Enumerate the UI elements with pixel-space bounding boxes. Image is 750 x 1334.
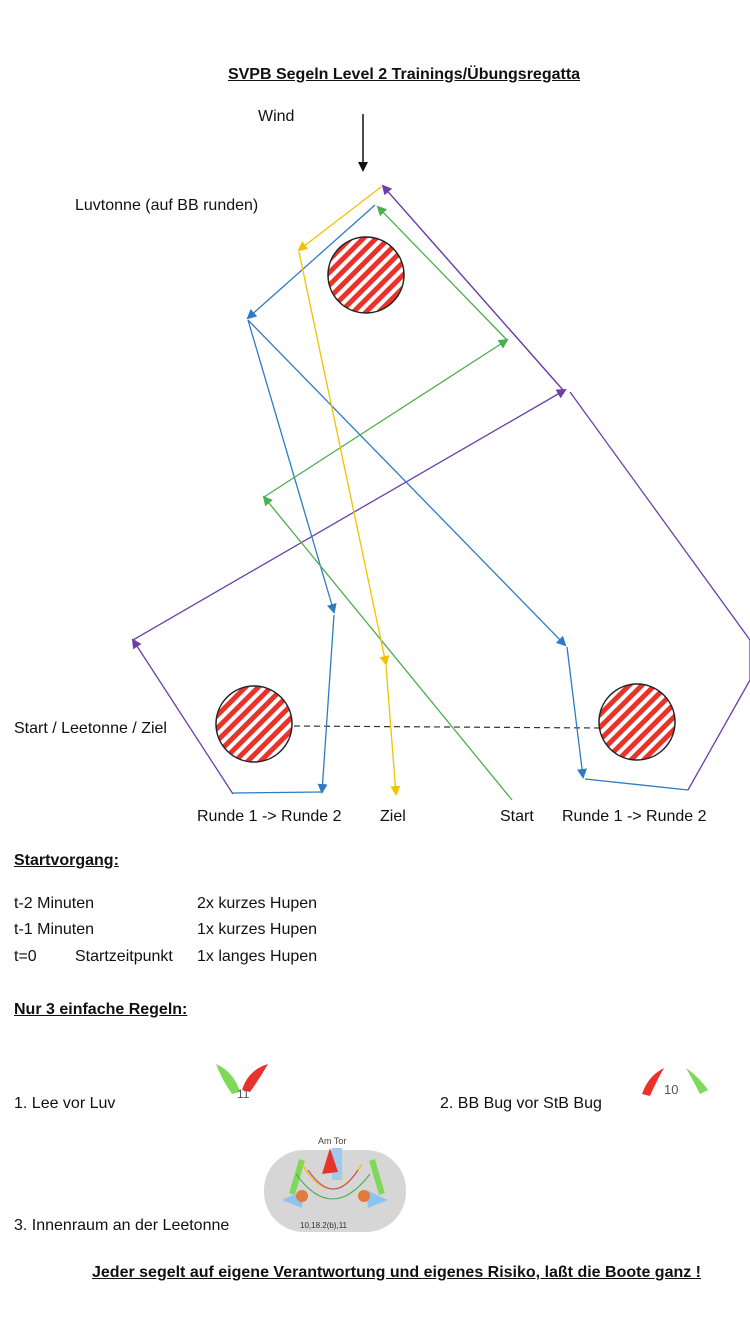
- windward-mark: [327, 236, 405, 314]
- procedure-time: t-2 Minuten: [14, 895, 95, 912]
- procedure-time: t=0: [14, 948, 37, 965]
- boat-green-icon: [686, 1068, 708, 1094]
- gate-wind-indicator: [332, 1148, 342, 1180]
- windward-mark-label: Luvtonne (auf BB runden): [75, 197, 259, 214]
- course-blue: [232, 204, 689, 794]
- rule-2-text: 2. BB Bug vor StB Bug: [440, 1095, 602, 1112]
- rule-3-gate-figure: Am Tor 10,18.2(b),11: [264, 1136, 406, 1232]
- boat-red-icon: [242, 1064, 268, 1092]
- rule-3-figure-title: Am Tor: [318, 1136, 346, 1146]
- start-procedure-heading: Startvorgang:: [14, 852, 119, 869]
- procedure-signal: 1x langes Hupen: [197, 948, 318, 965]
- course-green: [262, 205, 513, 801]
- start-mark-label: Start / Leetonne / Ziel: [14, 720, 167, 737]
- label-round-left: Runde 1 -> Runde 2: [197, 808, 342, 825]
- boat-green-icon: [216, 1064, 240, 1094]
- course-diagram: [131, 114, 750, 801]
- page-title: SVPB Segeln Level 2 Trainings/Übungsrega…: [227, 66, 581, 83]
- boat-green-icon: [289, 1159, 385, 1195]
- rule-1-figure-label: 11: [237, 1087, 250, 1101]
- procedure-row: t-2 Minuten: [14, 895, 94, 913]
- boat-red-icon: [322, 1148, 338, 1174]
- rules-heading: Nur 3 einfache Regeln:: [14, 1001, 188, 1018]
- procedure-signal: 1x kurzes Hupen: [197, 921, 318, 938]
- leeward-mark-left: [215, 685, 293, 763]
- rule-3-text: 3. Innenraum an der Leetonne: [14, 1217, 230, 1234]
- procedure-time: t-1 Minuten: [14, 921, 95, 938]
- boat-red-icon: [642, 1068, 664, 1096]
- rule-2-boats-figure: 10: [642, 1068, 708, 1097]
- procedure-row: t-1 Minuten: [14, 921, 94, 939]
- course-purple: [131, 184, 750, 795]
- gate-mark-left: [296, 1190, 308, 1202]
- procedure-signal: 2x kurzes Hupen: [197, 895, 318, 912]
- label-round-right: Runde 1 -> Runde 2: [562, 808, 707, 825]
- procedure-middle: Startzeitpunkt: [75, 948, 173, 965]
- rule-1-boats-figure: 11: [216, 1064, 268, 1101]
- rule-1-text: 1. Lee vor Luv: [14, 1095, 116, 1112]
- rule-2-figure-label: 10: [664, 1082, 678, 1097]
- footer-note: Jeder segelt auf eigene Verantwortung un…: [92, 1264, 702, 1281]
- rule-3-figure-label: 10,18.2(b),11: [300, 1221, 348, 1230]
- start-line: [293, 725, 601, 729]
- leeward-mark-right: [598, 683, 676, 761]
- label-start: Start: [500, 808, 534, 825]
- wind-label: Wind: [258, 108, 295, 125]
- course-yellow: [297, 186, 401, 796]
- gate-mark-right: [358, 1190, 370, 1202]
- label-finish: Ziel: [380, 808, 406, 825]
